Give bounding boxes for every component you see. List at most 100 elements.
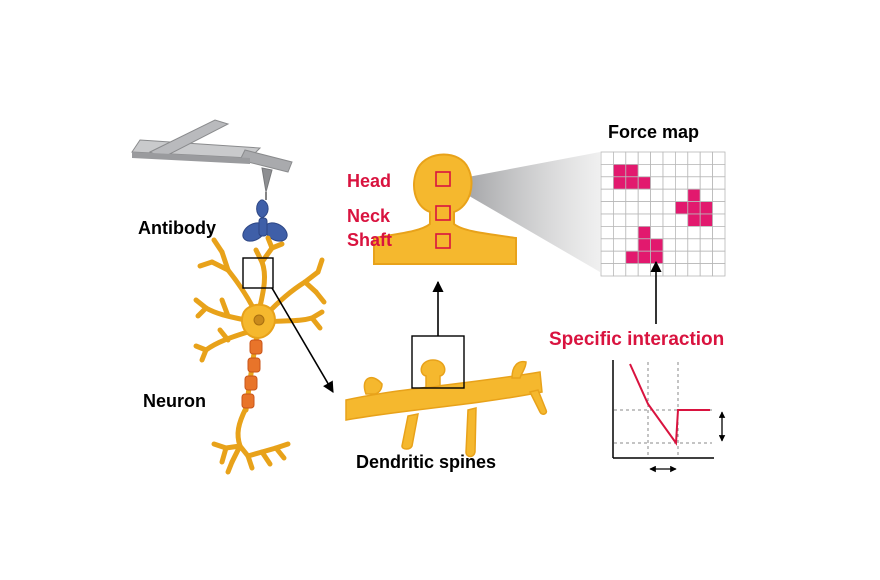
force-map-cell (675, 188, 689, 202)
force-map-cell (637, 163, 652, 178)
force-map-cell (662, 151, 676, 165)
force-map-cell (712, 213, 726, 227)
force-curve-plot (612, 360, 726, 473)
force-map-cell (675, 151, 689, 165)
force-map-cell (600, 250, 614, 264)
force-map-cell (712, 263, 726, 277)
force-map-cell (613, 263, 627, 277)
force-map-cell (687, 263, 701, 277)
force-map-hit-cell (675, 201, 689, 215)
force-map-cell (662, 238, 676, 252)
force-map-cell (712, 201, 726, 215)
head-label: Head (347, 171, 391, 191)
force-map-projection (452, 152, 600, 272)
afm-cantilever (131, 119, 293, 200)
force-map-cell (675, 250, 689, 264)
force-map-cell (600, 201, 614, 215)
neuron-zoom-box (242, 257, 274, 289)
specific-interaction-label: Specific interaction (549, 329, 724, 350)
force-map-cell (699, 176, 714, 190)
force-map-cell (613, 151, 627, 165)
force-map-hit-cell (613, 163, 627, 178)
force-map-cell (625, 263, 639, 277)
force-map-cell (613, 213, 627, 227)
force-curve (629, 363, 710, 446)
force-map-cell (600, 163, 614, 178)
force-map-cell (625, 201, 639, 215)
force-map-cell (613, 238, 627, 252)
force-map-cell (699, 263, 714, 277)
force-map-cell (699, 163, 714, 178)
force-map-cell (613, 201, 627, 215)
force-map-cell (625, 151, 639, 165)
force-map-cell (600, 176, 614, 190)
force-map-cell (687, 225, 701, 240)
spine-probe-points (435, 171, 451, 249)
force-map-cell (650, 201, 664, 215)
force-map-hit-cell (687, 213, 701, 227)
force-map-hit-cell (699, 213, 714, 227)
force-map-cell (687, 238, 701, 252)
neuron-label: Neuron (143, 391, 206, 411)
force-map-cell (712, 225, 726, 240)
force-map-cell (675, 225, 689, 240)
force-map-cell (675, 176, 689, 190)
force-map-cell (699, 151, 714, 165)
force-map-title: Force map (608, 122, 699, 142)
force-map-cell (625, 188, 639, 202)
force-map-cell (687, 163, 701, 178)
neuron-to-dendrite-arrow (271, 287, 334, 393)
force-map-cell (675, 163, 689, 178)
force-map-cell (662, 176, 676, 190)
force-map-cell (650, 225, 664, 240)
force-map-cell (699, 238, 714, 252)
force-map-cell (625, 225, 639, 240)
force-map-grid (600, 151, 726, 277)
force-map-cell (637, 188, 652, 202)
spine-enlarged (373, 153, 517, 265)
force-map-hit-cell (637, 225, 652, 240)
force-map-cell (687, 176, 701, 190)
myelin-sheath (241, 339, 263, 409)
force-map-cell (600, 225, 614, 240)
force-map-hit-cell (687, 188, 701, 202)
force-map-cell (650, 151, 664, 165)
force-map-cell (662, 263, 676, 277)
force-map-cell (687, 250, 701, 264)
force-map-hit-cell (687, 201, 701, 215)
neuron-nucleus (253, 314, 265, 326)
force-map-cell (662, 201, 676, 215)
force-map-cell (699, 225, 714, 240)
force-map-cell (650, 213, 664, 227)
force-map-cell (675, 263, 689, 277)
force-map-hit-cell (625, 250, 639, 264)
force-map-hit-cell (625, 163, 639, 178)
force-map-cell (675, 238, 689, 252)
force-map-cell (650, 163, 664, 178)
force-map-cell (687, 151, 701, 165)
force-map-cell (712, 163, 726, 178)
force-map-cell (662, 213, 676, 227)
force-map-hit-cell (650, 250, 664, 264)
force-map-cell (625, 238, 639, 252)
force-map-hit-cell (625, 176, 639, 190)
force-map-cell (600, 188, 614, 202)
force-map-cell (650, 176, 664, 190)
shaft-label: Shaft (347, 230, 392, 250)
force-map-cell (625, 213, 639, 227)
force-map-cell (712, 188, 726, 202)
antibody-label: Antibody (138, 218, 216, 238)
force-map-hit-cell (637, 250, 652, 264)
force-map-cell (662, 163, 676, 178)
neck-label: Neck (347, 206, 391, 226)
force-map-cell (600, 238, 614, 252)
force-map-hit-cell (699, 201, 714, 215)
force-map-hit-cell (637, 176, 652, 190)
dendrite-segment (345, 359, 548, 458)
dendritic-spines-label: Dendritic spines (356, 452, 496, 472)
force-map-cell (662, 250, 676, 264)
force-map-cell (699, 188, 714, 202)
force-map-hit-cell (650, 238, 664, 252)
force-map-cell (600, 213, 614, 227)
